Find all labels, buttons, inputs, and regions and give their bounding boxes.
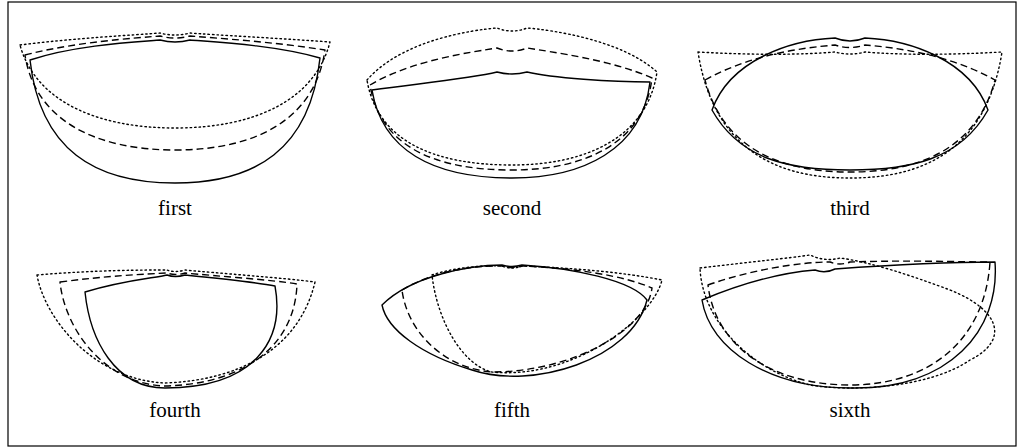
- panel-label: sixth: [830, 398, 871, 423]
- lip-contour: [382, 265, 647, 376]
- lip-mode-panel: [698, 38, 1002, 178]
- lip-contour: [20, 33, 330, 128]
- lip-contour: [432, 266, 662, 373]
- lip-contour: [370, 48, 652, 170]
- lip-contour: [37, 270, 315, 383]
- lip-contour: [60, 273, 297, 386]
- lip-contour: [712, 38, 988, 170]
- lip-contour: [85, 275, 277, 388]
- lip-mode-panel: [367, 28, 657, 178]
- lip-mode-panel: [20, 33, 330, 183]
- lip-contour: [402, 266, 652, 372]
- lip-contour: [702, 262, 995, 388]
- panel-label: first: [158, 196, 192, 221]
- lip-contour: [367, 28, 657, 165]
- lip-contour: [30, 40, 320, 183]
- lip-mode-panel: [700, 255, 995, 388]
- lip-mode-panel: [382, 265, 662, 376]
- lip-contour: [372, 72, 650, 178]
- lip-contour: [705, 45, 995, 172]
- panel-label: fifth: [494, 398, 530, 423]
- panel-label: fourth: [149, 398, 200, 423]
- panel-label: second: [483, 196, 541, 221]
- panel-label: third: [830, 196, 870, 221]
- lip-contour: [700, 255, 995, 388]
- frame: [8, 2, 1016, 446]
- lip-contour: [708, 261, 990, 385]
- lip-contour: [698, 52, 1002, 178]
- lip-contour: [25, 36, 325, 150]
- lip-mode-panel: [37, 270, 315, 388]
